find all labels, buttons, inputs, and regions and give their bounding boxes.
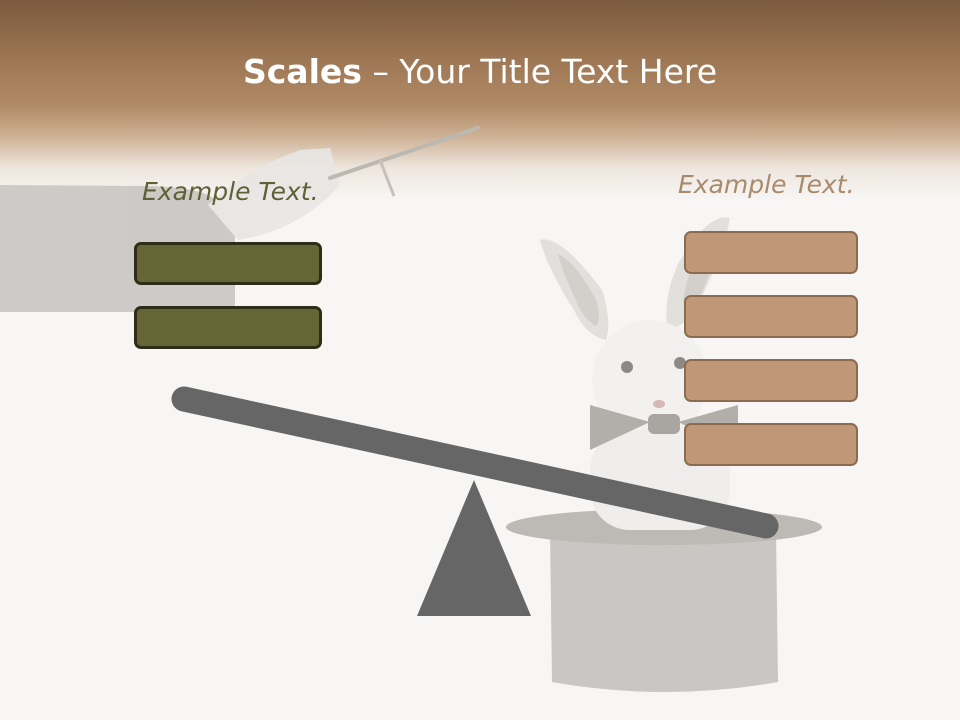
right-weight-box: [684, 423, 858, 466]
top-hat-icon: [506, 509, 822, 692]
left-weight-box: [134, 242, 322, 285]
right-weight-box: [684, 359, 858, 402]
scale-fulcrum: [417, 480, 531, 616]
left-example-text: Example Text.: [142, 177, 319, 206]
title-bold: Scales: [242, 52, 362, 91]
magician-arm-icon: [0, 148, 340, 312]
right-weight-box: [684, 295, 858, 338]
header-band: [0, 0, 960, 200]
slide-title: Scales – Your Title Text Here: [0, 52, 960, 91]
magic-wand-icon: [328, 126, 480, 197]
left-weight-box: [134, 306, 322, 349]
scale-beam: [171, 386, 779, 539]
right-example-text: Example Text.: [678, 170, 855, 199]
seesaw-scale: [171, 386, 779, 616]
title-rest: – Your Title Text Here: [361, 52, 718, 91]
right-weight-box: [684, 231, 858, 274]
